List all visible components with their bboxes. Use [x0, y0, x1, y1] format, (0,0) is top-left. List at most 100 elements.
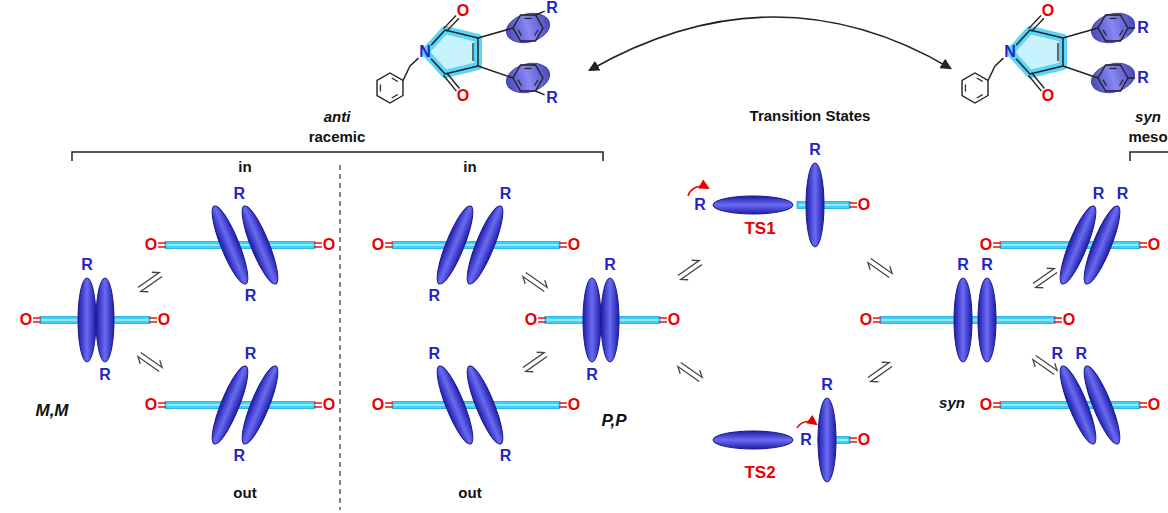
atom-label: O — [980, 237, 992, 253]
conformer-label: P,P — [601, 412, 626, 429]
atom-label: N — [419, 44, 431, 60]
benzene-ring — [513, 15, 543, 41]
aromatic-bond — [518, 30, 522, 36]
double-bond — [149, 321, 157, 322]
double-bond — [1139, 402, 1147, 403]
aromatic-bond — [518, 80, 522, 86]
equilibrium-half-arrow — [520, 349, 544, 368]
substituent-label: R — [234, 186, 246, 202]
section-label: Transition States — [750, 108, 871, 123]
double-bond — [33, 317, 41, 318]
rotation-arrow — [688, 186, 708, 196]
atom-label: O — [457, 3, 469, 19]
aryl-ellipse — [818, 398, 836, 482]
aryl-ellipse — [1078, 363, 1126, 448]
double-bond — [158, 246, 166, 247]
double-bond — [314, 402, 322, 403]
equilibrium-half-arrow — [526, 269, 550, 288]
double-bond — [538, 321, 546, 322]
aromatic-bond — [1110, 68, 1117, 69]
substituent-label: R — [245, 288, 257, 304]
equilibrium-arrow — [520, 349, 549, 375]
equilibrium-half-arrow — [681, 359, 705, 378]
aromatic-bond — [392, 78, 398, 82]
double-bond — [314, 406, 322, 407]
bond-line — [445, 66, 478, 74]
bond-line — [431, 59, 445, 74]
aryl-ellipse — [1078, 203, 1126, 288]
substituent-label: R — [694, 197, 706, 213]
double-bond — [33, 321, 41, 322]
benzene-ring — [962, 73, 988, 103]
substituent-label: R — [500, 448, 512, 464]
substituent-label: R — [957, 257, 969, 273]
atom-label: O — [372, 237, 384, 253]
double-bond — [559, 242, 567, 243]
atom-label: O — [858, 432, 870, 448]
aryl-highlight — [1088, 59, 1138, 97]
aromatic-bond — [1120, 80, 1124, 86]
section-label: meso — [1128, 129, 1167, 144]
equilibrium-half-arrow — [865, 359, 889, 378]
rotation-arrow — [797, 421, 816, 428]
aromatic-bond — [525, 18, 532, 19]
bond-line — [477, 38, 479, 66]
bond-line — [1030, 66, 1063, 74]
bond-line — [988, 66, 995, 81]
section-label: out — [458, 485, 481, 500]
double-bond — [1139, 242, 1147, 243]
double-bond — [1139, 406, 1147, 407]
substituent-label: R — [500, 186, 512, 202]
bond-line — [410, 58, 418, 66]
equilibrium-half-arrow — [871, 367, 895, 386]
substituent-label: R — [604, 257, 616, 273]
double-bond — [385, 242, 393, 243]
atom-label: O — [1063, 312, 1075, 328]
atom-label: O — [525, 312, 537, 328]
double-bond — [1054, 317, 1062, 318]
double-bond — [849, 202, 857, 203]
double-bond — [659, 321, 667, 322]
transition-state-label: TS2 — [744, 464, 775, 481]
equilibrium-half-arrow — [1036, 273, 1060, 292]
aromatic-bond — [1120, 30, 1124, 36]
atom-label: O — [158, 312, 170, 328]
equilibrium-arrow — [1030, 265, 1059, 291]
group-bracket — [72, 152, 603, 161]
double-bond — [314, 246, 322, 247]
double-bond — [849, 206, 857, 207]
equilibrium-half-arrow — [871, 255, 895, 274]
atom-label: O — [568, 237, 580, 253]
substituent-label: R — [821, 377, 833, 393]
section-label: racemic — [309, 129, 366, 144]
atom-label: O — [858, 197, 870, 213]
double-bond — [993, 242, 1001, 243]
substituent-label: R — [546, 0, 558, 16]
illustration-part — [33, 9, 1168, 510]
double-bond — [314, 242, 322, 243]
equilibrium-half-arrow — [1030, 360, 1054, 379]
double-bond — [385, 402, 393, 403]
atom-label: O — [568, 397, 580, 413]
divider-line — [339, 165, 340, 510]
double-bond — [559, 402, 567, 403]
bond-line — [1016, 30, 1030, 45]
double-bond — [993, 246, 1001, 247]
aromatic-bond — [1110, 18, 1117, 19]
aryl-highlight — [503, 59, 553, 97]
equilibrium-half-arrow — [141, 277, 165, 296]
equilibrium-half-arrow — [1030, 265, 1054, 284]
aryl-ellipse — [583, 278, 601, 362]
bond-line — [1128, 77, 1135, 79]
bond-line — [1063, 66, 1098, 78]
equilibrium-arrow — [135, 269, 164, 295]
section-label: out — [233, 485, 256, 500]
double-bond — [385, 406, 393, 407]
aromatic-bond — [977, 78, 983, 82]
aryl-ellipse — [806, 163, 824, 247]
double-bond — [1032, 73, 1045, 89]
double-bond — [444, 15, 456, 28]
atom-label: O — [145, 237, 157, 253]
substituent-label: R — [1137, 70, 1149, 86]
